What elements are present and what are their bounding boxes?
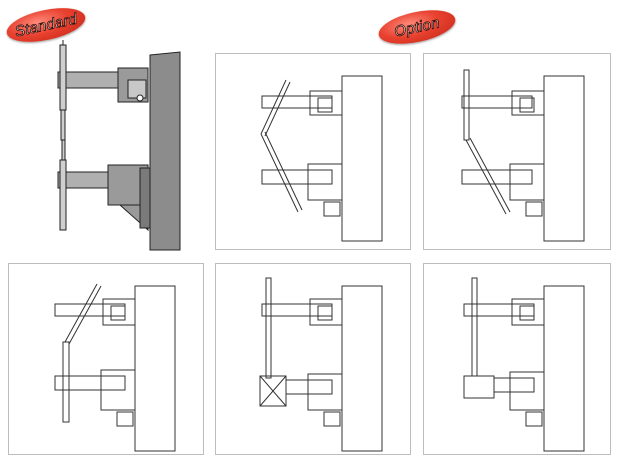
standard-clamp-illustration [40,40,200,255]
option-offset-rod-panel [423,53,611,250]
standard-badge-label: Standard [13,10,79,41]
option-boxed-lower-clamp-panel [215,263,411,455]
option-badge: Option [375,4,459,50]
option-angled-upper-rod-panel [8,263,204,455]
option-bent-rod-panel [215,53,411,250]
option-badge-label: Option [392,13,442,41]
option-offset-boxed-lower-clamp-panel [423,263,611,455]
